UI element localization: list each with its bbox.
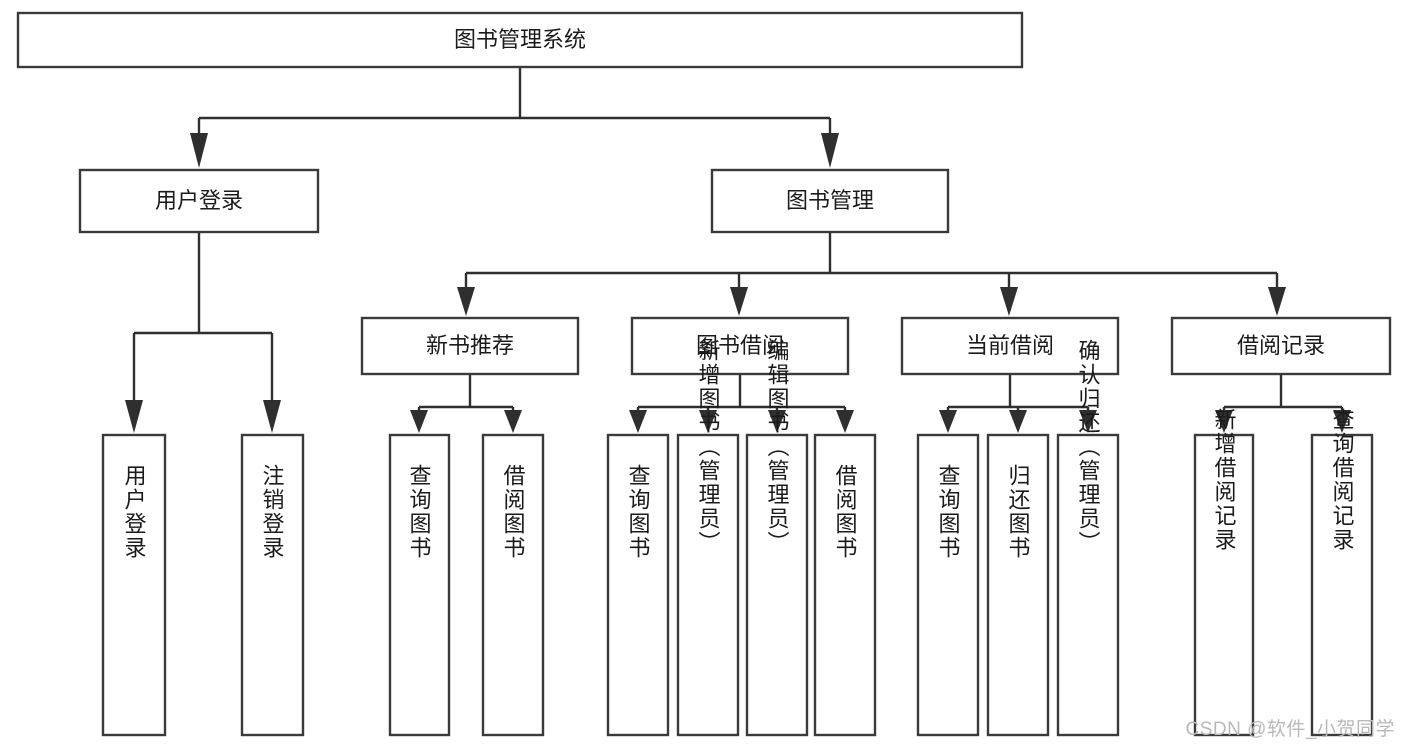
- node-leaf-add-book-label: 新增图书（管理员）: [696, 339, 721, 555]
- node-current-borrow[interactable]: 当前借阅: [900, 316, 1120, 376]
- node-leaf-query-book-rec[interactable]: 查询图书: [388, 433, 451, 737]
- node-leaf-edit-book-box[interactable]: [745, 433, 809, 737]
- node-leaf-query-book-bor[interactable]: 查询图书: [606, 433, 670, 737]
- node-current-borrow-box[interactable]: [900, 316, 1120, 376]
- arrowhead-leaf-query-book-cur: [939, 410, 957, 433]
- arrowhead-leaf-edit-book: [768, 410, 786, 433]
- node-book-borrow-label: 图书借阅: [696, 333, 784, 358]
- node-book-manage-box[interactable]: [710, 168, 950, 234]
- node-new-book-rec[interactable]: 新书推荐: [360, 316, 580, 376]
- node-leaf-borrow-book-rec[interactable]: 借阅图书: [481, 433, 545, 737]
- node-current-borrow-label: 当前借阅: [966, 333, 1054, 358]
- node-leaf-borrow-book-rec-box[interactable]: [481, 433, 545, 737]
- node-leaf-borrow-book[interactable]: 借阅图书: [813, 433, 877, 737]
- arrowhead-book-borrow: [730, 287, 748, 316]
- node-leaf-borrow-book-rec-label: 借阅图书: [501, 464, 526, 560]
- node-root-box[interactable]: [16, 11, 1024, 69]
- arrowhead-leaf-borrow-book: [836, 410, 854, 433]
- node-leaf-edit-book[interactable]: 编辑图书（管理员）: [745, 339, 809, 737]
- connector-layer: [125, 67, 1351, 433]
- node-leaf-add-record-label: 新增借阅记录: [1212, 408, 1237, 552]
- node-leaf-borrow-book-label: 借阅图书: [833, 464, 858, 560]
- arrowhead-leaf-add-book: [699, 410, 717, 433]
- arrowhead-new-book-rec: [457, 287, 475, 316]
- node-leaf-borrow-book-box[interactable]: [813, 433, 877, 737]
- arrowhead-current-borrow: [1000, 287, 1018, 316]
- node-leaf-add-record[interactable]: 新增借阅记录: [1193, 408, 1255, 737]
- arrowhead-user-login: [190, 133, 208, 168]
- arrowhead-leaf-return-book: [1009, 410, 1027, 433]
- node-leaf-confirm-return[interactable]: 确认归还（管理员）: [1056, 339, 1120, 737]
- node-user-login-box[interactable]: [78, 168, 320, 234]
- node-leaf-query-record-box[interactable]: [1310, 433, 1374, 737]
- node-leaf-user-login-label: 用户登录: [122, 464, 147, 560]
- node-leaf-logout[interactable]: 注销登录: [240, 433, 305, 737]
- node-leaf-return-book[interactable]: 归还图书: [986, 433, 1050, 737]
- node-book-manage[interactable]: 图书管理: [710, 168, 950, 234]
- node-book-borrow-box[interactable]: [630, 316, 850, 376]
- arrowhead-leaf-query-book-rec: [410, 410, 428, 433]
- node-root[interactable]: 图书管理系统: [16, 11, 1024, 69]
- node-leaf-add-book-box[interactable]: [676, 433, 740, 737]
- node-leaf-return-book-box[interactable]: [986, 433, 1050, 737]
- node-borrow-record[interactable]: 借阅记录: [1170, 316, 1392, 376]
- arrowhead-leaf-query-book-bor: [629, 410, 647, 433]
- node-leaf-query-book-cur-label: 查询图书: [936, 464, 961, 560]
- node-leaf-query-record[interactable]: 查询借阅记录: [1310, 408, 1374, 737]
- arrowhead-leaf-query-record: [1333, 410, 1351, 433]
- node-leaf-query-book-cur[interactable]: 查询图书: [916, 433, 980, 737]
- node-book-manage-label: 图书管理: [786, 188, 874, 213]
- arrowhead-book-manage: [821, 133, 839, 168]
- node-leaf-query-book-rec-box[interactable]: [388, 433, 451, 737]
- node-leaf-return-book-label: 归还图书: [1006, 464, 1031, 560]
- node-borrow-record-box[interactable]: [1170, 316, 1392, 376]
- node-leaf-logout-label: 注销登录: [260, 464, 285, 560]
- node-leaf-add-record-box[interactable]: [1193, 433, 1255, 737]
- arrowhead-leaf-logout: [263, 400, 281, 433]
- node-leaf-confirm-return-box[interactable]: [1056, 433, 1120, 737]
- node-leaf-query-record-label: 查询借阅记录: [1330, 408, 1355, 552]
- arrowhead-leaf-add-record: [1215, 410, 1233, 433]
- arrowhead-leaf-user-login: [125, 400, 143, 433]
- node-user-login[interactable]: 用户登录: [78, 168, 320, 234]
- node-new-book-rec-box[interactable]: [360, 316, 580, 376]
- arrowhead-borrow-record: [1268, 287, 1286, 316]
- node-borrow-record-label: 借阅记录: [1237, 333, 1325, 358]
- arrowhead-leaf-borrow-book-rec: [504, 410, 522, 433]
- node-leaf-logout-box[interactable]: [240, 433, 305, 737]
- node-leaf-confirm-return-label: 确认归还（管理员）: [1076, 339, 1101, 555]
- node-new-book-rec-label: 新书推荐: [426, 333, 514, 358]
- node-leaf-query-book-bor-box[interactable]: [606, 433, 670, 737]
- node-leaf-query-book-bor-label: 查询图书: [626, 464, 651, 560]
- node-leaf-user-login[interactable]: 用户登录: [101, 433, 167, 737]
- csdn-watermark: CSDN @软件_小贺同学: [1185, 719, 1395, 740]
- node-leaf-add-book[interactable]: 新增图书（管理员）: [676, 339, 740, 737]
- node-leaf-query-book-rec-label: 查询图书: [407, 464, 432, 560]
- node-leaf-query-book-cur-box[interactable]: [916, 433, 980, 737]
- node-user-login-label: 用户登录: [155, 188, 243, 213]
- node-book-borrow[interactable]: 图书借阅: [630, 316, 850, 376]
- node-leaf-edit-book-label: 编辑图书（管理员）: [765, 339, 790, 555]
- node-leaf-user-login-box[interactable]: [101, 433, 167, 737]
- node-root-label: 图书管理系统: [454, 27, 586, 52]
- arrowhead-leaf-confirm-return: [1079, 410, 1097, 433]
